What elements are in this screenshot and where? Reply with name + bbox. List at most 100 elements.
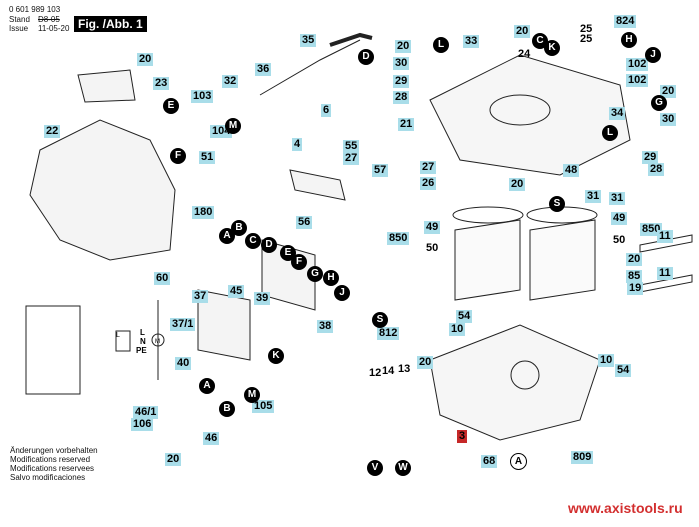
issue-value: 11-05-20	[38, 24, 70, 33]
part-label-30[interactable]: 30	[660, 113, 677, 126]
part-label-37[interactable]: 37	[192, 290, 209, 303]
part-label-40[interactable]: 40	[175, 357, 192, 370]
connector-marker-b: B	[219, 401, 235, 417]
part-label-39[interactable]: 39	[254, 292, 271, 305]
part-label-103[interactable]: 103	[191, 90, 214, 103]
part-label-51[interactable]: 51	[199, 151, 216, 164]
terminal-L: L	[116, 332, 120, 339]
part-label-22[interactable]: 22	[44, 125, 61, 138]
part-label-11[interactable]: 11	[657, 267, 673, 280]
part-label-56[interactable]: 56	[296, 216, 313, 229]
part-label-29[interactable]: 29	[393, 75, 410, 88]
part-number: 0 601 989 103	[9, 5, 61, 14]
part-label-106[interactable]: 106	[131, 418, 154, 431]
part-label-34[interactable]: 34	[609, 107, 626, 120]
part-label-10[interactable]: 10	[449, 323, 466, 336]
connector-marker-h: H	[621, 32, 637, 48]
part-label-28[interactable]: 28	[393, 91, 410, 104]
part-label-26[interactable]: 26	[420, 177, 437, 190]
website-watermark[interactable]: www.axistools.ru	[568, 500, 683, 516]
part-label-11[interactable]: 11	[657, 230, 673, 243]
footer-notes: Änderungen vorbehalten Modifications res…	[10, 446, 98, 482]
part-label-49[interactable]: 49	[424, 221, 441, 234]
note-es: Salvo modificaciones	[10, 473, 86, 482]
part-label-50[interactable]: 50	[613, 234, 626, 246]
part-label-20[interactable]: 20	[514, 25, 531, 38]
note-en: Modifications reserved	[10, 455, 91, 464]
part-label-850[interactable]: 850	[387, 232, 410, 245]
part-label-36[interactable]: 36	[255, 63, 272, 76]
part-label-824[interactable]: 824	[614, 15, 637, 28]
part-label-50[interactable]: 50	[426, 242, 439, 254]
connector-marker-k: K	[544, 40, 560, 56]
connector-marker-a: A	[199, 378, 215, 394]
part-label-68[interactable]: 68	[481, 455, 498, 468]
part-label-45[interactable]: 45	[228, 285, 245, 298]
part-label-6[interactable]: 6	[321, 104, 332, 117]
part-label-27[interactable]: 27	[420, 161, 437, 174]
note-fr: Modifications reservees	[10, 464, 95, 473]
part-label-809[interactable]: 809	[571, 451, 594, 464]
part-label-102[interactable]: 102	[626, 58, 649, 71]
part-label-12[interactable]: 12	[369, 367, 382, 379]
part-label-20[interactable]: 20	[165, 453, 182, 466]
figure-title: Fig. /Abb. 1	[74, 16, 147, 32]
part-label-54[interactable]: 54	[615, 364, 632, 377]
part-label-85[interactable]: 85	[626, 270, 643, 283]
connector-marker-e: E	[163, 98, 179, 114]
part-label-102[interactable]: 102	[626, 74, 649, 87]
connector-marker-h: H	[323, 270, 339, 286]
part-label-13[interactable]: 13	[398, 363, 411, 375]
connector-marker-b: B	[231, 220, 247, 236]
part-label-28[interactable]: 28	[648, 163, 665, 176]
connector-marker-s: S	[372, 312, 388, 328]
connector-marker-w: W	[395, 460, 411, 476]
part-label-29[interactable]: 29	[642, 151, 659, 164]
part-label-49[interactable]: 49	[611, 212, 628, 225]
part-label-27[interactable]: 27	[343, 152, 360, 165]
part-label-180[interactable]: 180	[192, 206, 215, 219]
part-label-20[interactable]: 20	[626, 253, 643, 266]
part-label-38[interactable]: 38	[317, 320, 334, 333]
part-label-57[interactable]: 57	[372, 164, 389, 177]
part-label-35[interactable]: 35	[300, 34, 317, 47]
part-label-105[interactable]: 105	[252, 400, 275, 413]
part-label-20[interactable]: 20	[395, 40, 412, 53]
part-label-55[interactable]: 55	[343, 140, 360, 153]
part-label-25[interactable]: 25	[580, 23, 593, 35]
part-label-48[interactable]: 48	[563, 164, 580, 177]
part-label-31[interactable]: 31	[609, 192, 626, 205]
part-label-19[interactable]: 19	[627, 282, 644, 295]
circuit-terminal-N: N	[140, 337, 146, 346]
part-label-20[interactable]: 20	[660, 85, 677, 98]
part-label-54[interactable]: 54	[456, 310, 473, 323]
connector-marker-f: F	[170, 148, 186, 164]
part-label-60[interactable]: 60	[154, 272, 171, 285]
part-label-850[interactable]: 850	[640, 223, 663, 236]
part-label-46-1[interactable]: 46/1	[133, 406, 159, 419]
part-label-14[interactable]: 14	[382, 365, 395, 377]
part-label-30[interactable]: 30	[393, 57, 410, 70]
part-label-24[interactable]: 24	[518, 48, 531, 60]
part-label-4[interactable]: 4	[292, 138, 303, 151]
connector-marker-d: D	[261, 237, 277, 253]
part-label-46[interactable]: 46	[203, 432, 220, 445]
part-label-33[interactable]: 33	[463, 35, 480, 48]
stand-label: Stand	[9, 15, 30, 24]
part-label-31[interactable]: 31	[585, 190, 602, 203]
connector-marker-a: A	[219, 228, 235, 244]
part-label-10[interactable]: 10	[598, 354, 615, 367]
part-label-20[interactable]: 20	[137, 53, 154, 66]
part-label-25[interactable]: 25	[580, 33, 593, 45]
part-label-20[interactable]: 20	[509, 178, 526, 191]
part-label-812[interactable]: 812	[377, 327, 400, 340]
part-label-3[interactable]: 3	[457, 430, 468, 443]
part-label-21[interactable]: 21	[398, 118, 415, 131]
connector-marker-j: J	[334, 285, 350, 301]
part-label-23[interactable]: 23	[153, 77, 170, 90]
connector-marker-l: L	[433, 37, 449, 53]
part-label-20[interactable]: 20	[417, 356, 434, 369]
part-label-32[interactable]: 32	[222, 75, 239, 88]
issue-label: Issue	[9, 24, 29, 33]
part-label-37-1[interactable]: 37/1	[170, 318, 196, 331]
